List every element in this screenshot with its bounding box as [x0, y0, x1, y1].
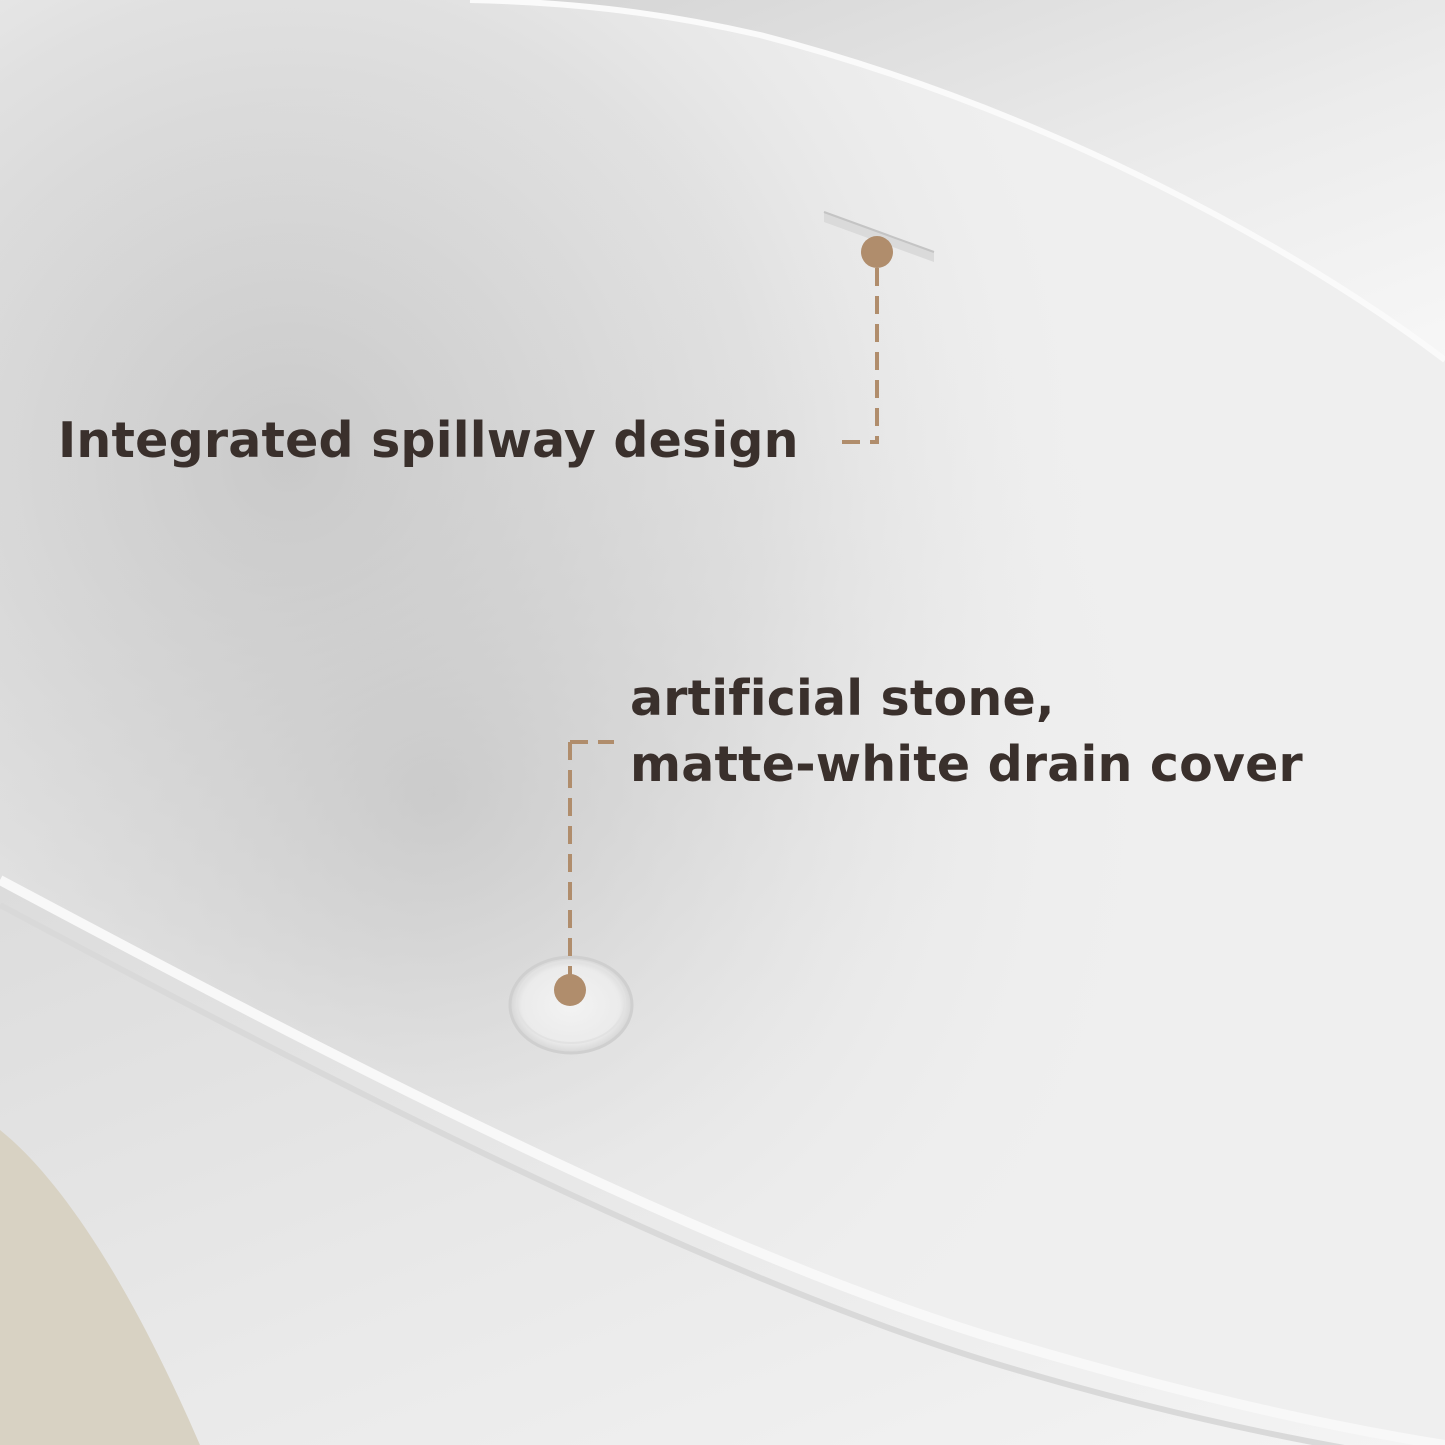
drain-callout-line-2: matte-white drain cover	[630, 736, 1303, 793]
basin-rim-edge-shadow	[0, 902, 1345, 1445]
drain-callout-leader	[554, 740, 614, 1006]
drain-callout-line-1: artificial stone,	[630, 670, 1055, 727]
drain-callout-dot	[554, 974, 586, 1006]
basin-outer-wall	[0, 880, 1445, 1445]
spillway-callout-leader	[842, 236, 893, 444]
spillway-callout-dot	[861, 236, 893, 268]
basin-rim-edge	[0, 875, 1445, 1445]
basin-rim-top	[470, 0, 1445, 360]
basin-top-rim-edge	[469, 0, 1445, 363]
drain-callout-label: artificial stone, matte-white drain cove…	[630, 666, 1303, 798]
spillway-callout-label: Integrated spillway design	[58, 412, 799, 469]
